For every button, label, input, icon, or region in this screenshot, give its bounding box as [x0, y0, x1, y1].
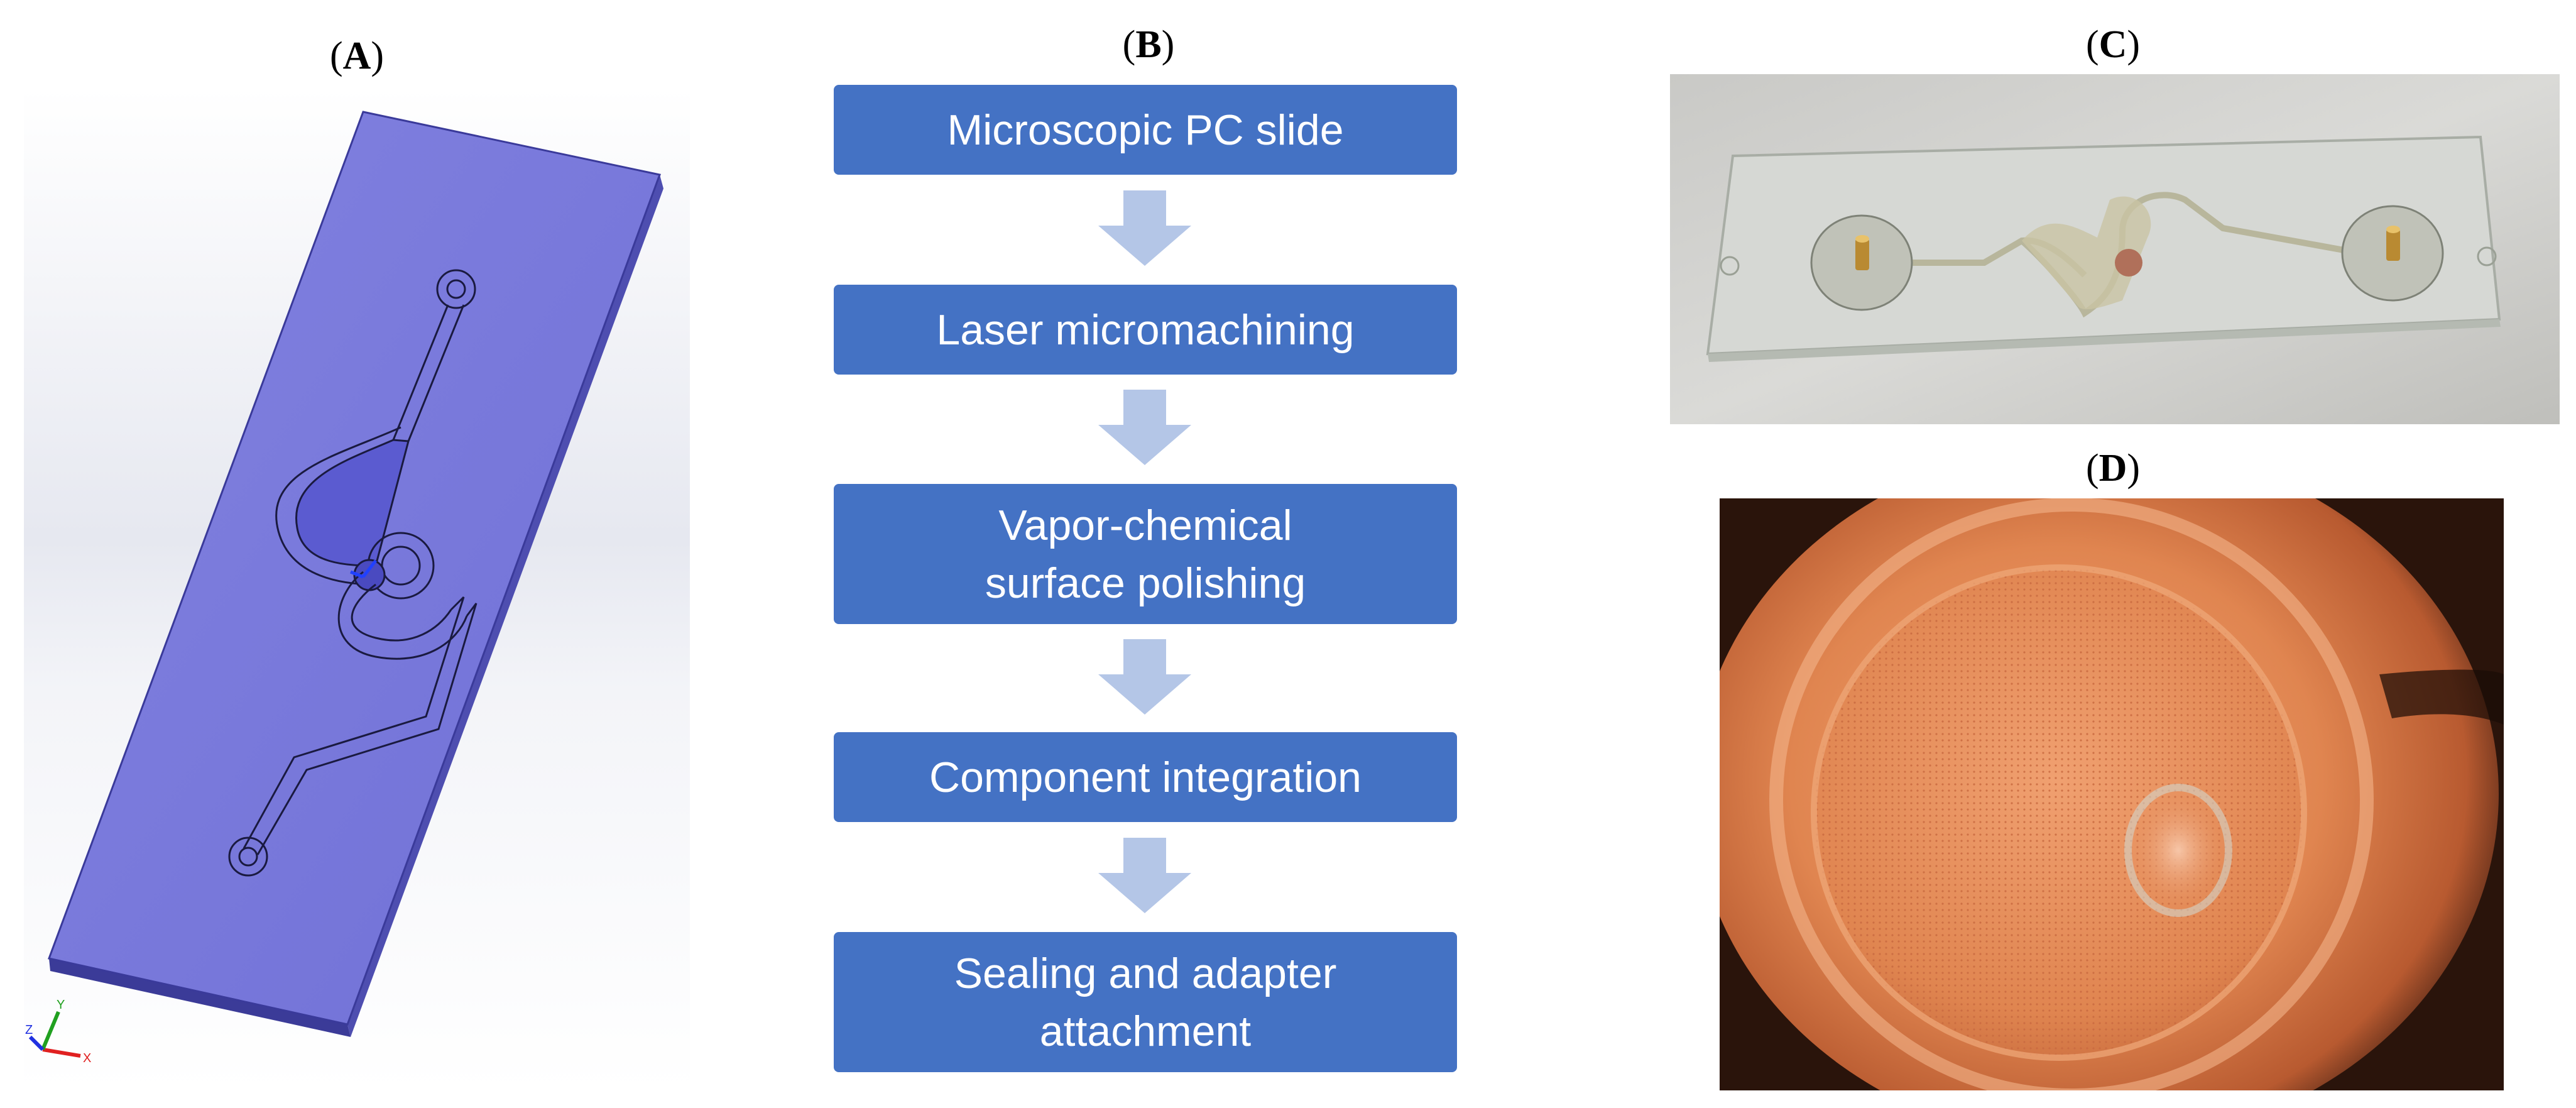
- panel-label-b: (B): [1122, 23, 1175, 66]
- flow-arrow-down-icon: [1098, 838, 1191, 913]
- panel-label-a: (A): [329, 35, 385, 77]
- slide-top-face: [47, 111, 662, 1026]
- cad-model-drawing: X Y Z: [24, 88, 690, 1090]
- well-rim: [1769, 498, 2374, 1090]
- outlet-port: [436, 269, 476, 309]
- axis-label-z: Z: [25, 1023, 33, 1037]
- flow-arrow-down-icon: [1098, 639, 1191, 715]
- axis-label-y: Y: [57, 998, 65, 1012]
- bright-spot: [2128, 787, 2229, 913]
- cad-model-panel: X Y Z: [24, 88, 690, 1090]
- microscope-photo: [1720, 498, 2504, 1090]
- heart-chamber: [295, 439, 410, 567]
- sample-spot: [2115, 249, 2142, 277]
- coordinate-axes-icon: X Y Z: [25, 998, 91, 1065]
- membrane-mesh: [1814, 568, 2304, 1058]
- origin-marker: [350, 559, 377, 579]
- flow-step-integration: Component integration: [834, 732, 1457, 822]
- channel-network: [228, 269, 478, 877]
- flow-step-slide: Microscopic PC slide: [834, 85, 1457, 175]
- flow-arrow-down-icon: [1098, 390, 1191, 465]
- chip-port-left: [1810, 214, 1913, 311]
- flow-step-sealing: Sealing and adapter attachment: [834, 932, 1457, 1072]
- chip-port-right: [2341, 205, 2444, 302]
- flow-step-polishing: Vapor-chemical surface polishing: [834, 484, 1457, 624]
- panel-label-d: (D): [2085, 447, 2141, 490]
- flow-step-laser: Laser micromachining: [834, 285, 1457, 375]
- panel-label-c: (C): [2085, 23, 2141, 66]
- slide-bottom-edge: [49, 958, 351, 1037]
- flow-arrow-down-icon: [1098, 190, 1191, 266]
- chip-photo: [1670, 74, 2560, 424]
- axis-label-x: X: [83, 1051, 91, 1065]
- slide-right-edge: [347, 175, 663, 1037]
- inlet-port: [228, 836, 268, 877]
